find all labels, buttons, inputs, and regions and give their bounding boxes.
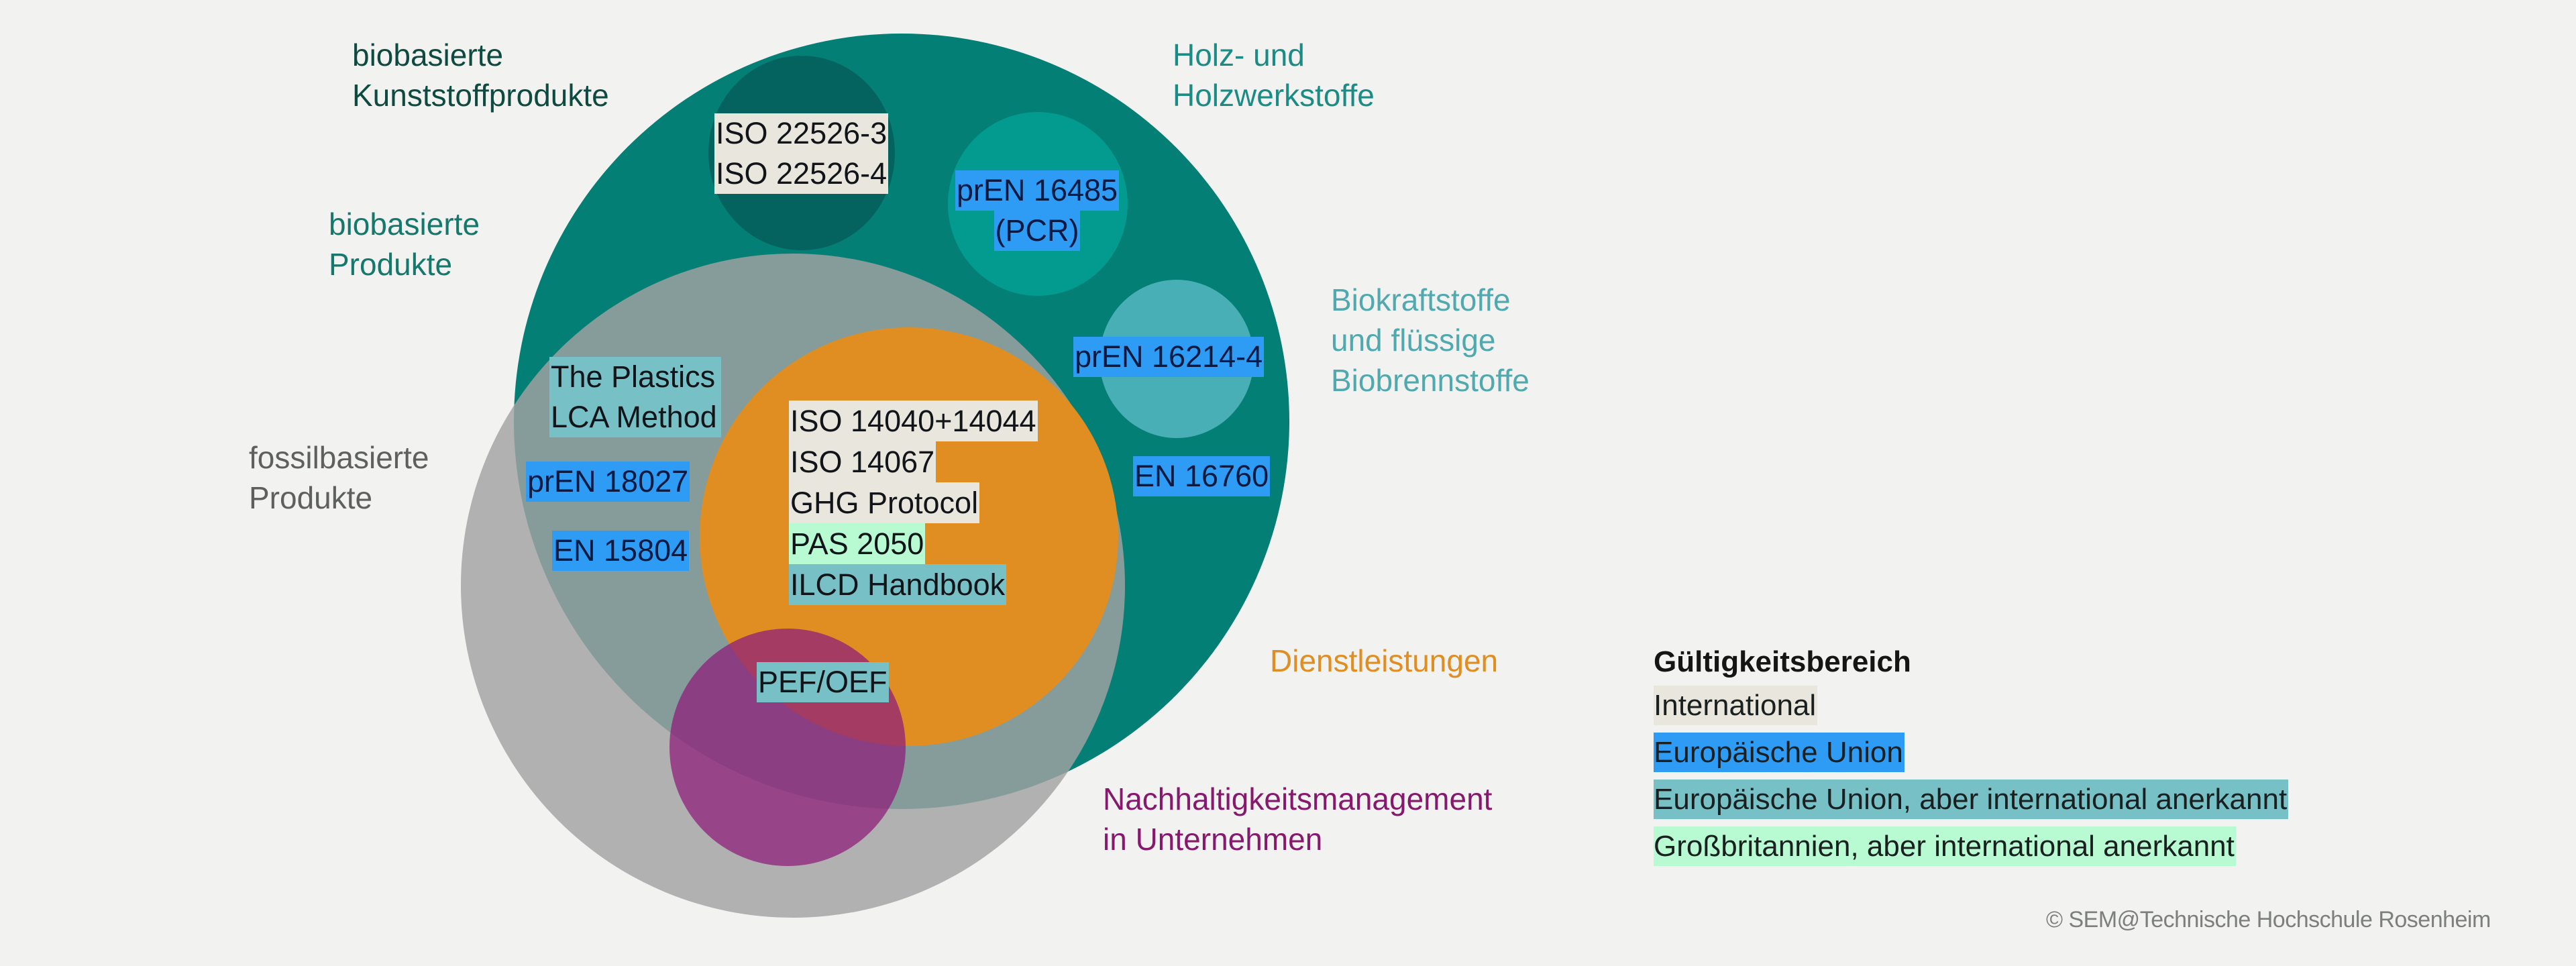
label-fossil-products: fossilbasierte Produkte bbox=[249, 437, 429, 518]
tag-general-standards: ISO 14040+14044 ISO 14067 GHG Protocol P… bbox=[789, 400, 1038, 605]
copyright-notice: © SEM@Technische Hochschule Rosenheim bbox=[2046, 907, 2491, 932]
label-line: Nachhaltigkeitsmanagement bbox=[1103, 782, 1493, 816]
label-line: fossilbasierte bbox=[249, 440, 429, 475]
legend: Gültigkeitsbereich International Europäi… bbox=[1654, 645, 2289, 873]
label-bio-plastics: biobasierte Kunststoffprodukte bbox=[352, 35, 609, 115]
standard-iso-22526-4: ISO 22526-4 bbox=[714, 154, 889, 194]
legend-item-international: International bbox=[1654, 686, 1818, 725]
standard-plastics-lca-line1: The Plastics bbox=[551, 360, 716, 394]
label-line: in Unternehmen bbox=[1103, 822, 1323, 857]
standard-en-16760: EN 16760 bbox=[1133, 456, 1271, 496]
tag-plastics-lca: The Plastics LCA Method bbox=[549, 357, 721, 437]
label-wood: Holz- und Holzwerkstoffe bbox=[1173, 35, 1375, 115]
legend-title: Gültigkeitsbereich bbox=[1654, 645, 1911, 678]
standard-pren-16214-4: prEN 16214-4 bbox=[1073, 337, 1265, 377]
label-line: Kunststoffprodukte bbox=[352, 78, 609, 113]
legend-item-eu: Europäische Union bbox=[1654, 733, 1904, 772]
legend-item-eu-international: Europäische Union, aber international an… bbox=[1654, 780, 2289, 819]
label-line: Produkte bbox=[329, 247, 453, 282]
label-sustainability-mgmt: Nachhaltigkeitsmanagement in Unternehmen bbox=[1103, 779, 1492, 859]
label-line: und flüssige bbox=[1331, 323, 1496, 358]
standard-en-15804: EN 15804 bbox=[552, 531, 690, 571]
label-biofuels: Biokraftstoffe und flüssige Biobrennstof… bbox=[1331, 280, 1529, 400]
label-line: Holz- und bbox=[1173, 38, 1305, 72]
standard-plastics-lca-line2: LCA Method bbox=[551, 400, 717, 434]
tag-en-15804: EN 15804 bbox=[552, 531, 690, 571]
standard-ilcd-handbook: ILCD Handbook bbox=[789, 564, 1007, 605]
standard-pren-16485-pcr: (PCR) bbox=[994, 211, 1081, 251]
tag-pef-oef: PEF/OEF bbox=[757, 662, 889, 702]
label-services: Dienstleistungen bbox=[1270, 641, 1498, 681]
legend-item-gb-international: Großbritannien, aber international anerk… bbox=[1654, 826, 2236, 866]
tag-pren-16485: prEN 16485 (PCR) bbox=[952, 170, 1122, 251]
tag-pren-18027: prEN 18027 bbox=[526, 462, 690, 502]
label-line: Biokraftstoffe bbox=[1331, 282, 1511, 317]
label-biobased-products: biobasierte Produkte bbox=[329, 204, 480, 284]
label-line: Dienstleistungen bbox=[1270, 643, 1499, 678]
tag-iso-22526: ISO 22526-3 ISO 22526-4 bbox=[714, 113, 889, 194]
standard-iso-14067: ISO 14067 bbox=[789, 441, 936, 482]
label-line: Produkte bbox=[249, 480, 373, 515]
tag-en-16760: EN 16760 bbox=[1133, 456, 1271, 496]
standard-pef-oef: PEF/OEF bbox=[757, 662, 889, 702]
standard-pas-2050: PAS 2050 bbox=[789, 523, 926, 564]
label-line: Holzwerkstoffe bbox=[1173, 78, 1375, 113]
tag-pren-16214: prEN 16214-4 bbox=[1073, 337, 1265, 377]
label-line: biobasierte bbox=[329, 207, 480, 241]
label-line: biobasierte bbox=[352, 38, 504, 72]
standard-iso-14040-14044: ISO 14040+14044 bbox=[789, 400, 1038, 441]
standard-iso-22526-3: ISO 22526-3 bbox=[714, 113, 889, 154]
label-line: Biobrennstoffe bbox=[1331, 363, 1529, 398]
standard-pren-16485: prEN 16485 bbox=[955, 170, 1120, 211]
standard-pren-18027: prEN 18027 bbox=[526, 462, 690, 502]
standard-ghg-protocol: GHG Protocol bbox=[789, 482, 980, 523]
